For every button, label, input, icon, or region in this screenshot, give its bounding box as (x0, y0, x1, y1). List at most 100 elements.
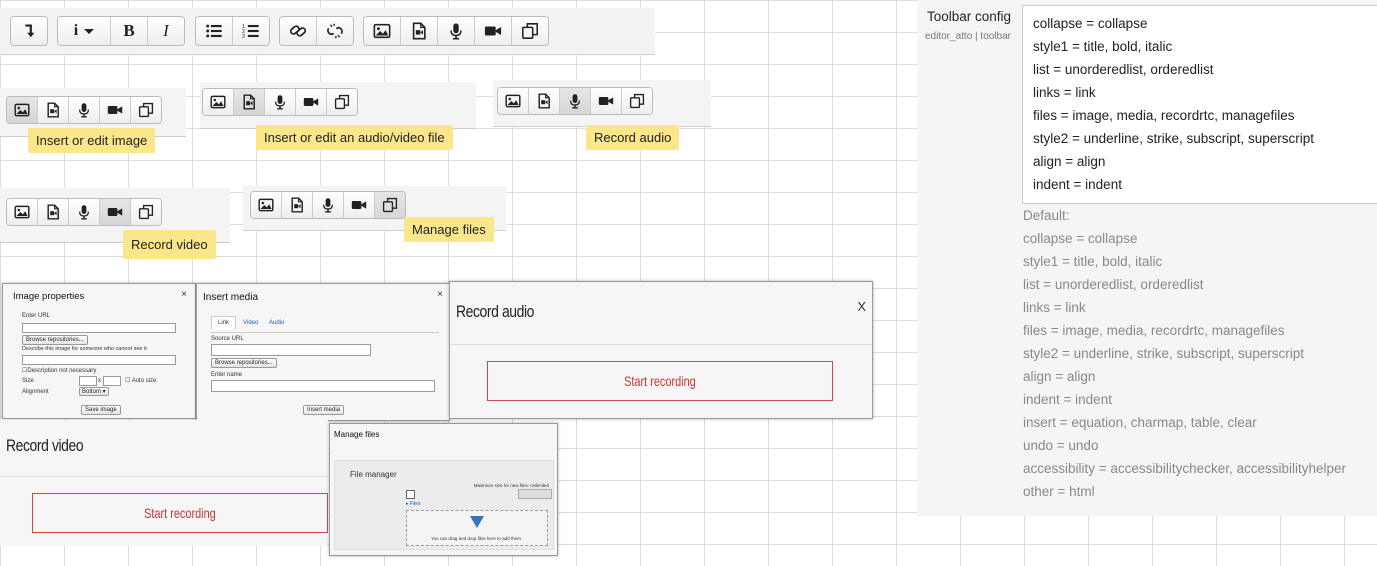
tab-link[interactable]: Link (211, 316, 237, 329)
record-video-button[interactable] (100, 199, 131, 225)
video-camera-icon (351, 197, 367, 213)
media-button[interactable] (401, 17, 438, 45)
dialog-title: Image properties (13, 291, 85, 302)
start-recording-button[interactable]: Start recording (487, 361, 833, 401)
ordered-list-icon (242, 22, 260, 40)
media-button[interactable] (38, 97, 69, 123)
browse-repositories-button[interactable]: Browse repositories... (22, 335, 88, 345)
unlink-button[interactable] (317, 17, 353, 45)
record-audio-button[interactable] (69, 97, 100, 123)
dialog-divider (450, 344, 872, 345)
config-panel: Toolbar config editor_atto | toolbar col… (917, 0, 1377, 516)
record-video-button[interactable] (296, 89, 327, 115)
auto-size-checkbox[interactable]: ☐ Auto size (125, 378, 157, 384)
tooltip-record-video: Record video (123, 230, 216, 259)
file-manager-label: File manager (350, 470, 397, 479)
max-size-text: Maximum size for new files: Unlimited (473, 483, 549, 488)
record-video-button[interactable] (591, 88, 622, 114)
media-button[interactable] (529, 88, 560, 114)
italic-button[interactable]: I (148, 17, 184, 45)
unordered-list-icon (205, 22, 223, 40)
record-audio-button[interactable] (560, 88, 591, 114)
media-name-input[interactable] (211, 380, 435, 392)
manage-files-button[interactable] (512, 17, 548, 45)
media-button[interactable] (282, 192, 313, 218)
description-not-necessary-checkbox[interactable]: ☐Description not necessary (22, 368, 97, 374)
microphone-icon (76, 204, 92, 220)
media-button[interactable] (38, 199, 69, 225)
files-folder-link[interactable]: ▸ Files (406, 501, 421, 507)
config-line: collapse = collapse (1033, 16, 1148, 31)
tab-video[interactable]: Video (243, 320, 259, 326)
chevron-down-icon (84, 28, 95, 34)
link-button[interactable] (280, 17, 317, 45)
record-video-button[interactable] (100, 97, 131, 123)
manage-files-button[interactable] (131, 97, 161, 123)
insert-media-button[interactable]: Insert media (303, 405, 345, 415)
record-audio-button[interactable] (265, 89, 296, 115)
drop-hint: You can drag and drop files here to add … (431, 536, 523, 541)
width-input[interactable] (79, 376, 97, 386)
image-button[interactable] (203, 89, 234, 115)
record-video-button[interactable] (475, 17, 512, 45)
record-audio-button[interactable] (313, 192, 344, 218)
unordered-list-button[interactable] (196, 17, 233, 45)
image-icon (373, 22, 391, 40)
media-button[interactable] (234, 89, 265, 115)
record-audio-button[interactable] (69, 199, 100, 225)
image-description-input[interactable] (22, 355, 176, 365)
alignment-select[interactable]: Bottom ▾ (79, 387, 109, 396)
config-line: align = align (1033, 154, 1106, 169)
drop-zone[interactable]: You can drag and drop files here to add … (406, 510, 548, 546)
height-input[interactable] (103, 376, 121, 386)
browse-repositories-button[interactable]: Browse repositories... (211, 358, 277, 368)
manage-files-button[interactable] (131, 199, 161, 225)
alignment-label: Alignment (22, 389, 49, 395)
start-recording-button[interactable]: Start recording (32, 493, 328, 533)
default-line: files = image, media, recordrtc, managef… (1023, 323, 1285, 338)
toolbar-config-textarea[interactable]: collapse = collapse style1 = title, bold… (1022, 5, 1377, 204)
video-camera-icon (598, 93, 614, 109)
record-audio-button[interactable] (438, 17, 475, 45)
add-file-icon[interactable] (406, 490, 415, 499)
media-file-icon (289, 197, 305, 213)
config-setting-path: editor_atto | toolbar (925, 31, 1011, 42)
ordered-list-button[interactable] (233, 17, 269, 45)
dialog-title: Record video (6, 436, 84, 455)
manage-files-button[interactable] (327, 89, 357, 115)
enter-name-label: Enter name (211, 372, 243, 378)
image-button[interactable] (7, 199, 38, 225)
bold-button[interactable]: B (111, 17, 148, 45)
paragraph-styles-button[interactable]: i (58, 17, 111, 45)
source-url-input[interactable] (211, 344, 371, 356)
image-button[interactable] (7, 97, 38, 123)
close-icon[interactable]: × (437, 289, 443, 300)
manage-files-button[interactable] (375, 192, 405, 218)
manage-files-icon (138, 102, 154, 118)
save-image-button[interactable]: Save image (81, 405, 121, 415)
image-button[interactable] (251, 192, 282, 218)
default-line: other = html (1023, 484, 1095, 499)
image-button[interactable] (364, 17, 401, 45)
files-folder-label: Files (409, 501, 421, 507)
close-icon[interactable]: X (857, 299, 866, 314)
toolbar-group-list (195, 16, 270, 46)
config-line: files = image, media, recordrtc, managef… (1033, 108, 1295, 123)
info-icon: i (73, 22, 79, 39)
manage-files-button[interactable] (622, 88, 652, 114)
record-video-button[interactable] (344, 192, 375, 218)
image-button[interactable] (498, 88, 529, 114)
close-icon[interactable]: × (181, 289, 187, 300)
tooltip-insert-image: Insert or edit image (28, 128, 156, 153)
tab-audio[interactable]: Audio (269, 320, 285, 326)
image-properties-dialog: Image properties × Enter URL Browse repo… (2, 283, 196, 419)
dialog-title: Insert media (203, 292, 259, 303)
default-line: accessibility = accessibilitychecker, ac… (1023, 461, 1347, 476)
view-mode-buttons[interactable] (518, 489, 552, 499)
media-file-icon (241, 94, 257, 110)
default-line: indent = indent (1023, 392, 1112, 407)
auto-size-label: Auto size (131, 378, 157, 384)
collapse-button[interactable] (11, 17, 47, 45)
config-line: indent = indent (1033, 177, 1122, 192)
image-url-input[interactable] (22, 323, 176, 333)
